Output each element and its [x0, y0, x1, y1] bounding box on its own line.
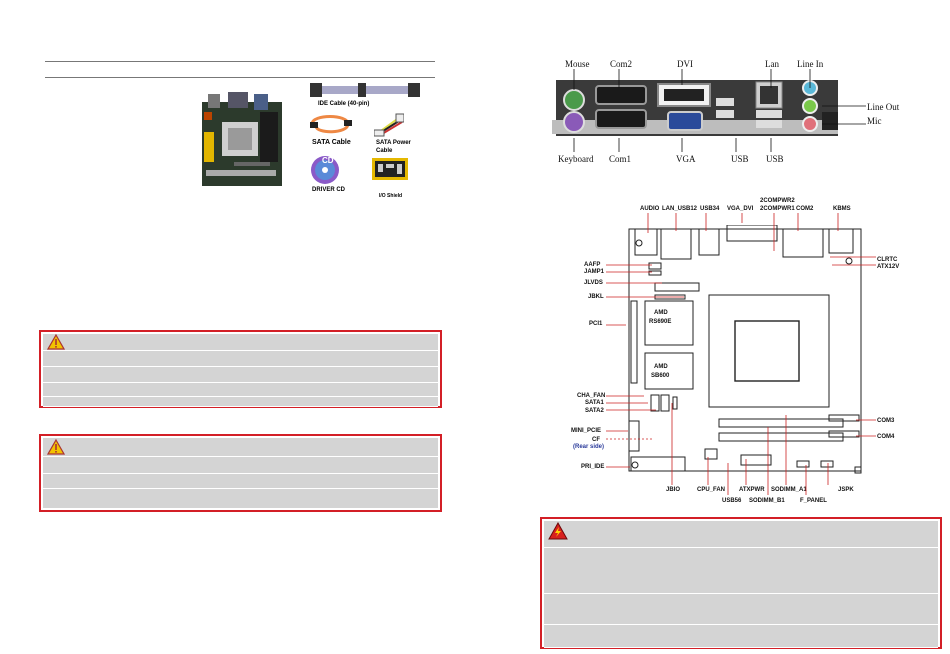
label-pri-ide: PRI_IDE — [581, 464, 605, 470]
header-rule-bottom — [45, 77, 435, 78]
label-jlvds: JLVDS — [584, 280, 603, 286]
io-label-com2: Com2 — [610, 59, 633, 69]
io-shield-label: I/O Shield — [379, 193, 403, 199]
io-label-line-out: Line Out — [867, 102, 900, 112]
warning-band — [43, 334, 438, 351]
warning-band — [544, 625, 938, 648]
label-sata2: SATA2 — [585, 408, 604, 414]
warning-band — [544, 521, 938, 548]
warning-band — [544, 548, 938, 594]
label-aafp: AAFP — [584, 262, 601, 268]
warning-band — [43, 397, 438, 407]
label-kbms: KBMS — [833, 206, 851, 212]
io-label-line-in: Line In — [797, 59, 824, 69]
sata-power-cable-label: SATA Power Cable — [376, 140, 411, 154]
label-jbkl: JBKL — [588, 294, 604, 300]
warning-band — [43, 457, 438, 474]
io-leader-lines — [573, 69, 866, 152]
driver-cd-badge: CD — [322, 156, 334, 165]
label-atx12v: ATX12V — [877, 264, 900, 270]
label-2compwr2: 2COMPWR2 — [760, 198, 795, 204]
io-label-com1: Com1 — [609, 154, 632, 164]
label-sodimm-a1: SODIMM_A1 — [771, 487, 807, 493]
label-rear-side: (Rear side) — [573, 444, 605, 450]
label-sata1: SATA1 — [585, 400, 604, 406]
label-com4: COM4 — [877, 434, 895, 440]
warning-box-1 — [39, 330, 442, 408]
rear-io-panel — [552, 80, 838, 136]
label-clrtc: CLRTC — [877, 257, 898, 263]
chip-label-south: AMD — [654, 364, 668, 370]
board-layout-diagram — [628, 225, 862, 474]
warning-band — [43, 351, 438, 367]
layout-leader-lines — [606, 213, 876, 495]
label-pci1: PCI1 — [589, 321, 603, 327]
label-sodimm-b1: SODIMM_B1 — [749, 498, 785, 504]
warning-icon — [47, 334, 65, 350]
sata-cable-label: SATA Cable — [312, 139, 351, 146]
chip-label-north: AMD — [654, 310, 668, 316]
sata-cable-image — [310, 115, 352, 134]
warning-band — [43, 383, 438, 397]
label-cpu-fan: CPU_FAN — [697, 487, 726, 493]
label-vga-dvi: VGA_DVI — [727, 206, 754, 212]
header-rule-top — [45, 61, 435, 62]
warning-band — [43, 489, 438, 509]
label-jamp1: JAMP1 — [584, 269, 605, 275]
warning-box-3 — [540, 517, 942, 649]
io-label-vga: VGA — [676, 154, 696, 164]
label-cha-fan: CHA_FAN — [577, 393, 606, 399]
label-mini-pcie: MINI_PCIE — [571, 428, 602, 434]
io-label-usb: USB — [766, 154, 784, 164]
driver-cd-label: DRIVER CD — [312, 187, 346, 193]
warning-band — [43, 367, 438, 383]
chip-label-north-model: RS690E — [649, 319, 672, 325]
warning-box-2 — [39, 434, 442, 512]
label-audio: AUDIO — [640, 206, 660, 212]
label-usb56: USB56 — [722, 498, 742, 504]
warning-band — [43, 438, 438, 457]
io-label-usb: USB — [731, 154, 749, 164]
io-shield-image — [372, 158, 408, 180]
driver-cd-icon — [311, 156, 339, 184]
warning-icon — [47, 439, 65, 455]
label-usb34: USB34 — [700, 206, 720, 212]
label-2compwr1: 2COMPWR1 — [760, 206, 795, 212]
io-label-mouse: Mouse — [565, 59, 590, 69]
label-cf: CF — [592, 437, 600, 443]
label-jspk: JSPK — [838, 487, 854, 493]
label-f-panel: F_PANEL — [800, 498, 827, 504]
io-label-mic: Mic — [867, 116, 882, 126]
warning-band — [544, 594, 938, 625]
label-com2: COM2 — [796, 206, 814, 212]
ide-cable-image — [310, 83, 420, 97]
io-label-keyboard: Keyboard — [558, 154, 594, 164]
label-atxpwr: ATXPWR — [739, 487, 765, 493]
chip-label-south-model: SB600 — [651, 373, 670, 379]
sata-power-cable-image — [374, 113, 404, 137]
label-com3: COM3 — [877, 418, 895, 424]
label-jbio: JBIO — [666, 487, 681, 493]
io-label-lan: Lan — [765, 59, 779, 69]
label-lan-usb12: LAN_USB12 — [662, 206, 698, 212]
io-label-dvi: DVI — [677, 59, 693, 69]
warning-icon — [548, 522, 568, 540]
ide-cable-label: IDE Cable (40-pin) — [318, 101, 370, 107]
motherboard-photo — [194, 92, 286, 190]
warning-band — [43, 474, 438, 489]
